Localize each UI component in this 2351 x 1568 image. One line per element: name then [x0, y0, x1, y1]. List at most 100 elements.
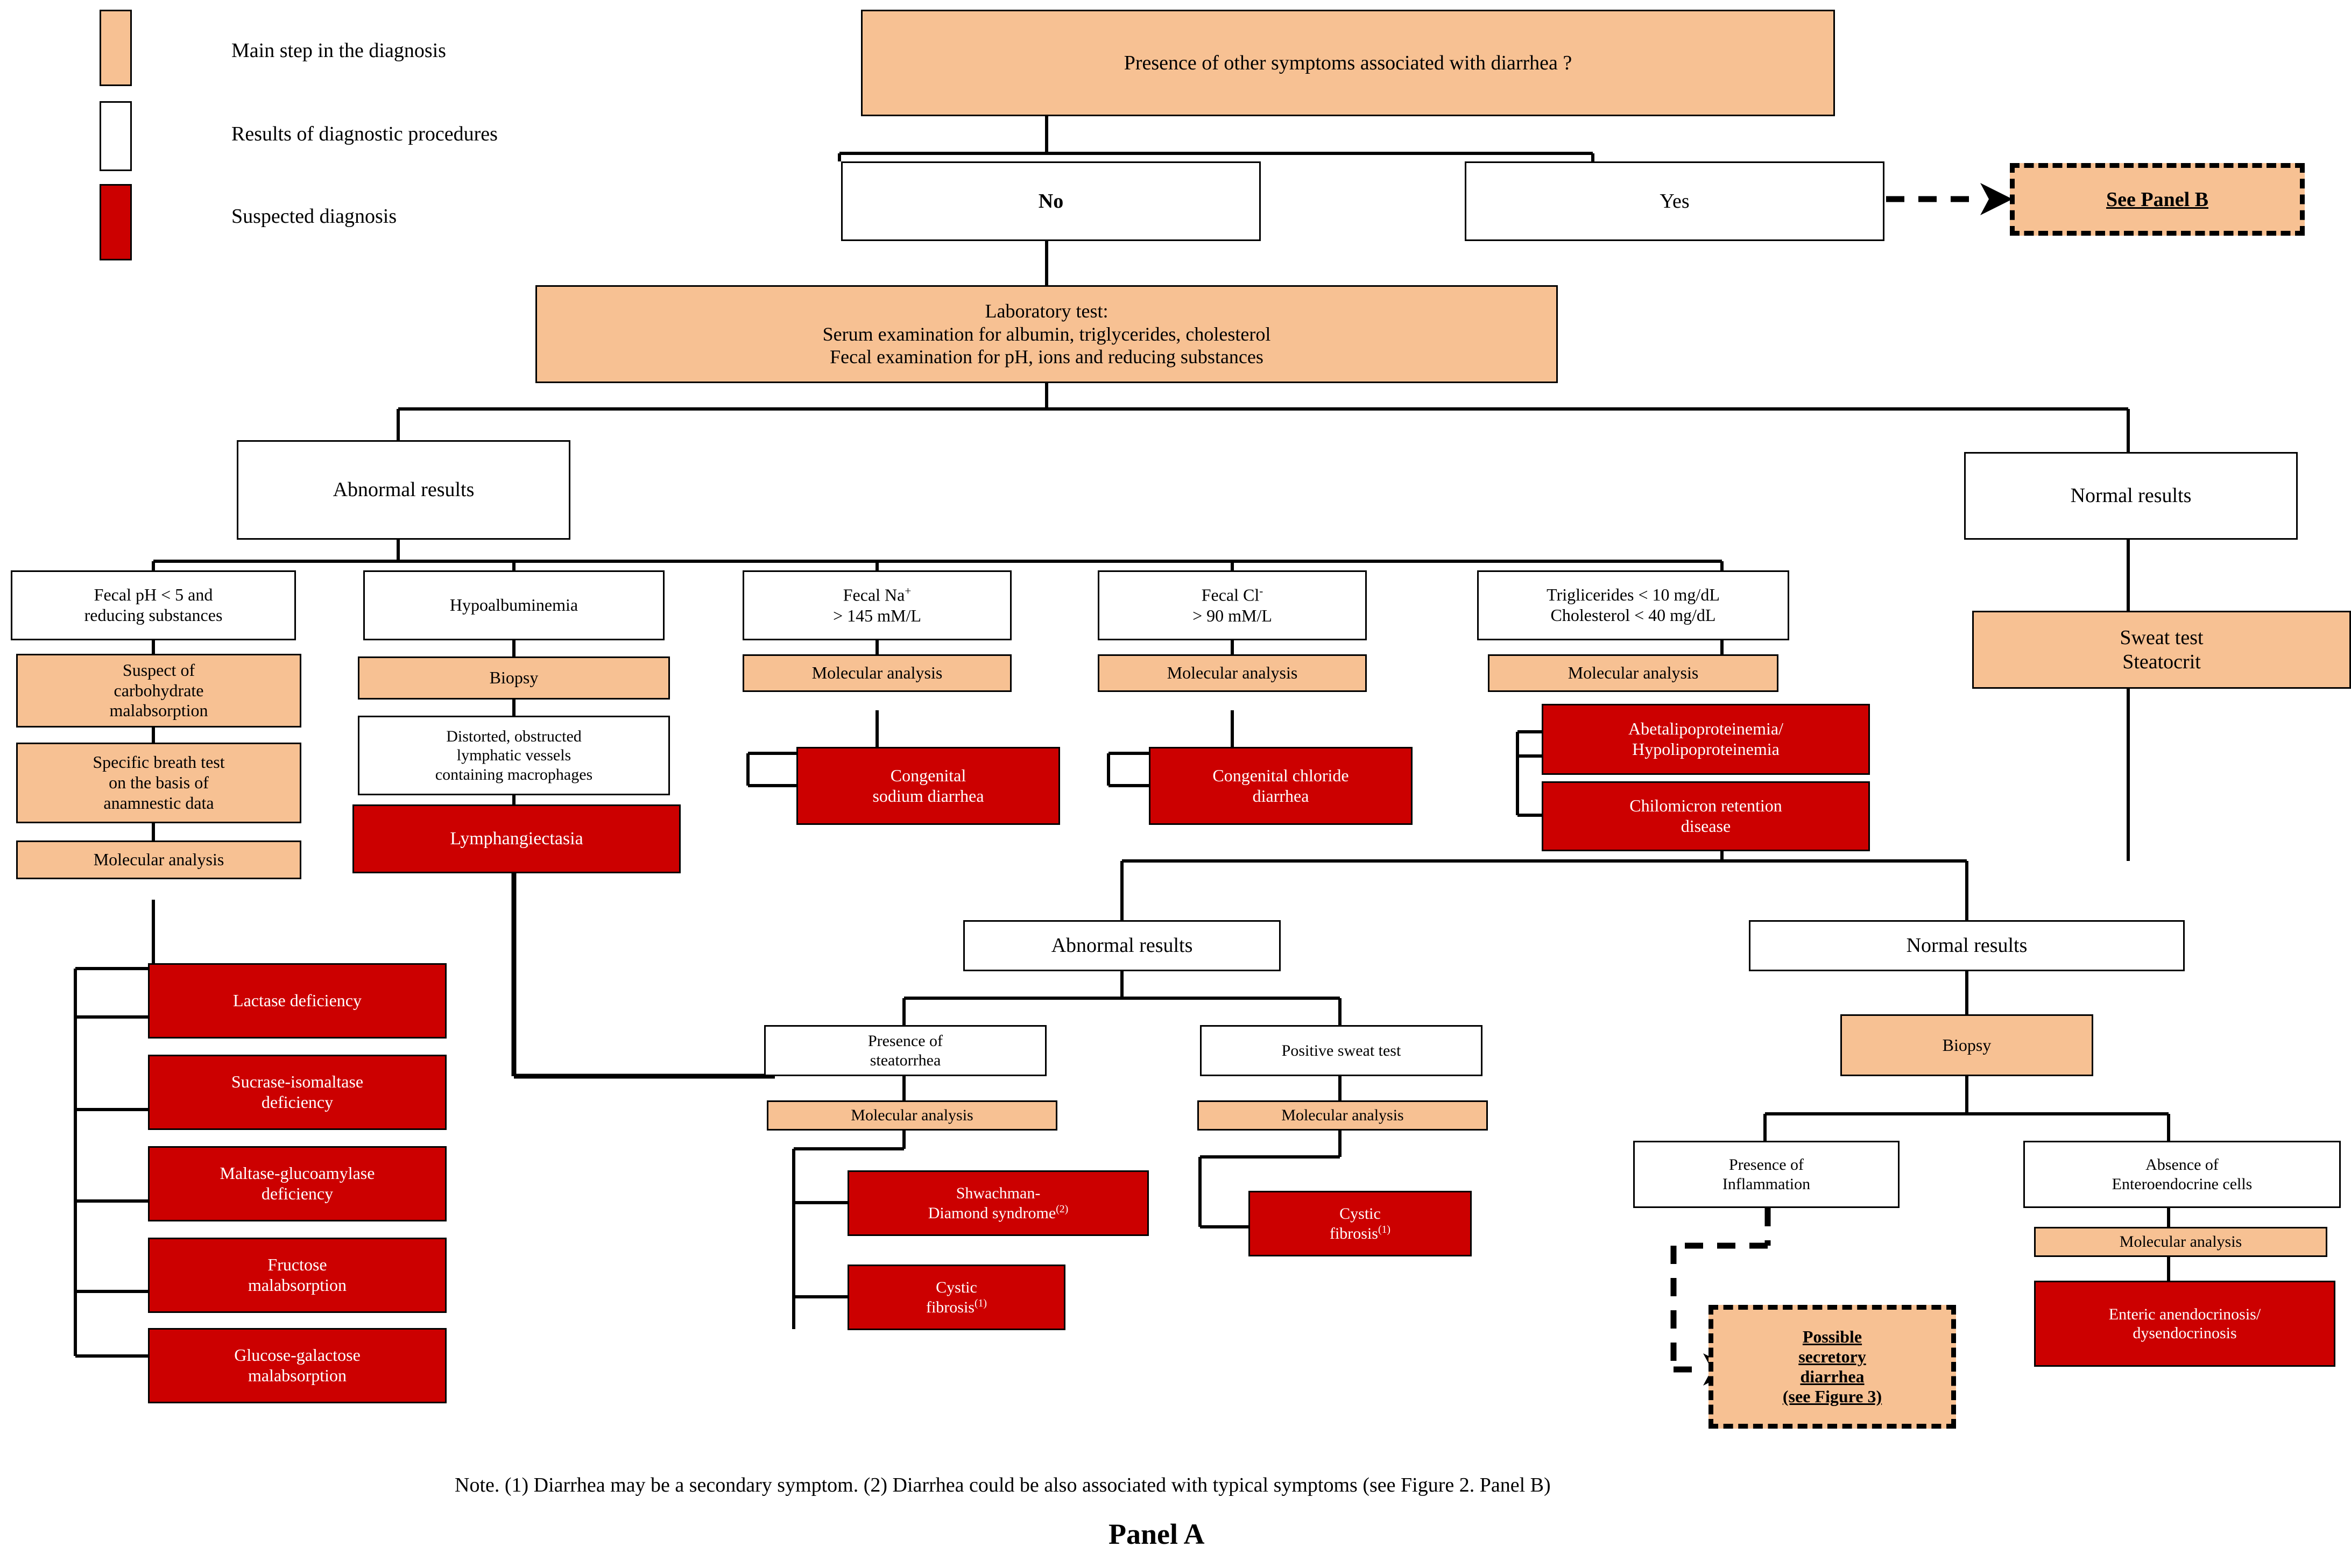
dx-maltase-line-2: deficiency	[261, 1184, 334, 1203]
node-root-question[interactable]: Presence of other symptoms associated wi…	[861, 10, 1835, 116]
node-answer-yes[interactable]: Yes	[1465, 161, 1884, 241]
lipids-line-2: Cholesterol < 40 mg/dL	[1550, 605, 1716, 625]
node-answer-no[interactable]: No	[841, 161, 1261, 241]
sweat-test-line-1: Sweat test	[2120, 626, 2204, 649]
enteroendocrine-line-2: Enteroendocrine cells	[2112, 1175, 2253, 1193]
dx-shwachman-line-2: Diamond syndrome(2)	[928, 1203, 1069, 1222]
node-triglycerides-cholesterol[interactable]: Triglicerides < 10 mg/dL Cholesterol < 4…	[1477, 570, 1789, 640]
node-see-panel-b[interactable]: See Panel B	[2010, 163, 2305, 236]
node-dx-congenital-sodium-diarrhea[interactable]: Congenital sodium diarrhea	[796, 747, 1060, 825]
node-molecular-analysis-lipids[interactable]: Molecular analysis	[1488, 654, 1778, 692]
node-molecular-analysis-steatorrhea[interactable]: Molecular analysis	[767, 1100, 1057, 1131]
node-dx-abetalipoproteinemia[interactable]: Abetalipoproteinemia/ Hypolipoproteinemi…	[1542, 704, 1870, 775]
secretory-line-1: Possible	[1802, 1327, 1862, 1346]
node-normal-results-top[interactable]: Normal results	[1964, 452, 2298, 540]
node-presence-of-steatorrhea[interactable]: Presence of steatorrhea	[764, 1025, 1047, 1076]
node-dx-congenital-chloride-diarrhea[interactable]: Congenital chloride diarrhea	[1149, 747, 1413, 825]
node-fecal-sodium[interactable]: Fecal Na+ > 145 mM/L	[743, 570, 1012, 640]
dx-maltase-line-1: Maltase-glucoamylase	[220, 1163, 375, 1183]
suspect-carb-line-3: malabsorption	[109, 701, 208, 721]
dx-sucrase-line-1: Sucrase-isomaltase	[231, 1072, 364, 1092]
dx-glucgal-line-1: Glucose-galactose	[234, 1345, 361, 1365]
dx-cystic-line-2: fibrosis(1)	[926, 1297, 987, 1316]
node-molecular-analysis-chloride[interactable]: Molecular analysis	[1098, 654, 1367, 692]
node-fecal-ph[interactable]: Fecal pH < 5 and reducing substances	[11, 570, 296, 640]
node-distorted-lymphatic-vessels[interactable]: Distorted, obstructed lymphatic vessels …	[358, 716, 670, 795]
lab-test-line-2: Serum examination for albumin, triglycer…	[822, 323, 1271, 345]
node-molecular-analysis-enteroendocrine[interactable]: Molecular analysis	[2034, 1227, 2327, 1257]
fecal-ph-line-1: Fecal pH < 5 and	[94, 585, 213, 605]
node-dx-sucrase-isomaltase-deficiency[interactable]: Sucrase-isomaltase deficiency	[148, 1055, 447, 1130]
node-dx-lymphangiectasia[interactable]: Lymphangiectasia	[352, 804, 681, 873]
legend-label-procedure-result: Results of diagnostic procedures	[231, 123, 498, 145]
dx-cong-sodium-line-2: sodium diarrhea	[872, 786, 984, 806]
node-dx-enteric-anendocrinosis[interactable]: Enteric anendocrinosis/ dysendocrinosis	[2034, 1281, 2335, 1367]
distorted-line-3: containing macrophages	[435, 765, 593, 783]
steatorrhea-line-1: Presence of	[867, 1032, 943, 1050]
node-sweat-test-steatocrit[interactable]: Sweat test Steatocrit	[1972, 611, 2351, 689]
node-molecular-analysis-sodium[interactable]: Molecular analysis	[743, 654, 1012, 692]
dx-abeta-line-2: Hypolipoproteinemia	[1632, 739, 1780, 759]
node-possible-secretory-diarrhea[interactable]: Possible secretory diarrhea (see Figure …	[1708, 1305, 1956, 1429]
dx-cystic-sweat-line-1: Cystic	[1339, 1205, 1381, 1223]
dx-chilo-line-1: Chilomicron retention	[1629, 796, 1782, 816]
node-dx-glucose-galactose-malabsorption[interactable]: Glucose-galactose malabsorption	[148, 1328, 447, 1403]
node-dx-cystic-fibrosis-sweat[interactable]: Cystic fibrosis(1)	[1248, 1191, 1472, 1256]
node-dx-lactase-deficiency[interactable]: Lactase deficiency	[148, 963, 447, 1039]
secretory-line-3: diarrhea	[1800, 1367, 1865, 1386]
dx-cong-sodium-line-1: Congenital	[890, 765, 966, 785]
fecal-na-superscript: +	[905, 584, 912, 598]
lipids-line-1: Triglicerides < 10 mg/dL	[1547, 585, 1720, 605]
node-dx-chilomicron-retention-disease[interactable]: Chilomicron retention disease	[1542, 781, 1870, 851]
dx-sucrase-line-2: deficiency	[261, 1092, 334, 1112]
node-suspect-carbohydrate-malabsorption[interactable]: Suspect of carbohydrate malabsorption	[16, 654, 301, 728]
node-molecular-analysis-carbohydrate[interactable]: Molecular analysis	[16, 840, 301, 879]
node-specific-breath-test[interactable]: Specific breath test on the basis of ana…	[16, 743, 301, 823]
node-laboratory-test[interactable]: Laboratory test: Serum examination for a…	[535, 285, 1558, 383]
dx-glucgal-line-2: malabsorption	[248, 1366, 347, 1385]
dx-cystic-sweat-superscript: (1)	[1378, 1223, 1391, 1235]
dx-shwachman-line-1: Shwachman-	[956, 1184, 1041, 1203]
node-hypoalbuminemia[interactable]: Hypoalbuminemia	[363, 570, 665, 640]
node-positive-sweat-test[interactable]: Positive sweat test	[1200, 1025, 1482, 1076]
node-absence-of-enteroendocrine-cells[interactable]: Absence of Enteroendocrine cells	[2023, 1141, 2341, 1208]
sweat-test-line-2: Steatocrit	[2122, 650, 2201, 673]
breath-test-line-2: on the basis of	[109, 773, 209, 793]
dx-cystic-superscript: (1)	[974, 1297, 987, 1309]
breath-test-line-1: Specific breath test	[93, 752, 225, 772]
dx-fructose-line-1: Fructose	[267, 1255, 327, 1275]
distorted-line-2: lymphatic vessels	[456, 746, 571, 765]
enteroendocrine-line-1: Absence of	[2145, 1156, 2219, 1174]
suspect-carb-line-2: carbohydrate	[114, 680, 204, 700]
node-molecular-analysis-sweat[interactable]: Molecular analysis	[1197, 1100, 1488, 1131]
suspect-carb-line-1: Suspect of	[122, 660, 195, 680]
node-biopsy-lymphatic[interactable]: Biopsy	[358, 656, 670, 700]
breath-test-line-3: anamnestic data	[103, 793, 214, 813]
fecal-na-line-1: Fecal Na+	[843, 584, 912, 605]
secretory-line-2: secretory	[1798, 1347, 1866, 1366]
node-dx-cystic-fibrosis-steatorrhea[interactable]: Cystic fibrosis(1)	[848, 1265, 1065, 1330]
node-dx-maltase-glucoamylase-deficiency[interactable]: Maltase-glucoamylase deficiency	[148, 1146, 447, 1221]
fecal-cl-line-1: Fecal Cl-	[1201, 584, 1263, 605]
node-dx-shwachman-diamond-syndrome[interactable]: Shwachman- Diamond syndrome(2)	[848, 1170, 1149, 1236]
legend-swatch-main-step	[100, 10, 132, 86]
node-abnormal-results-top[interactable]: Abnormal results	[237, 440, 570, 540]
see-panel-b-label: See Panel B	[2106, 188, 2208, 211]
node-biopsy-intestinal[interactable]: Biopsy	[1840, 1014, 2093, 1076]
dx-chilo-line-2: disease	[1681, 816, 1731, 836]
inflammation-line-1: Presence of	[1728, 1156, 1804, 1174]
fecal-ph-line-2: reducing substances	[84, 605, 223, 625]
node-presence-of-inflammation[interactable]: Presence of Inflammation	[1633, 1141, 1900, 1208]
panel-title: Panel A	[1109, 1518, 1205, 1550]
node-dx-fructose-malabsorption[interactable]: Fructose malabsorption	[148, 1238, 447, 1313]
lab-test-line-3: Fecal examination for pH, ions and reduc…	[830, 346, 1263, 368]
legend-label-suspected-diagnosis: Suspected diagnosis	[231, 205, 397, 228]
node-fecal-chloride[interactable]: Fecal Cl- > 90 mM/L	[1098, 570, 1367, 640]
node-abnormal-results-mid[interactable]: Abnormal results	[963, 920, 1281, 971]
lab-test-line-1: Laboratory test:	[985, 300, 1109, 322]
dx-cong-chloride-line-2: diarrhea	[1252, 786, 1309, 806]
dx-fructose-line-2: malabsorption	[248, 1275, 347, 1295]
node-normal-results-mid[interactable]: Normal results	[1749, 920, 2185, 971]
dx-cystic-line-1: Cystic	[936, 1279, 977, 1297]
